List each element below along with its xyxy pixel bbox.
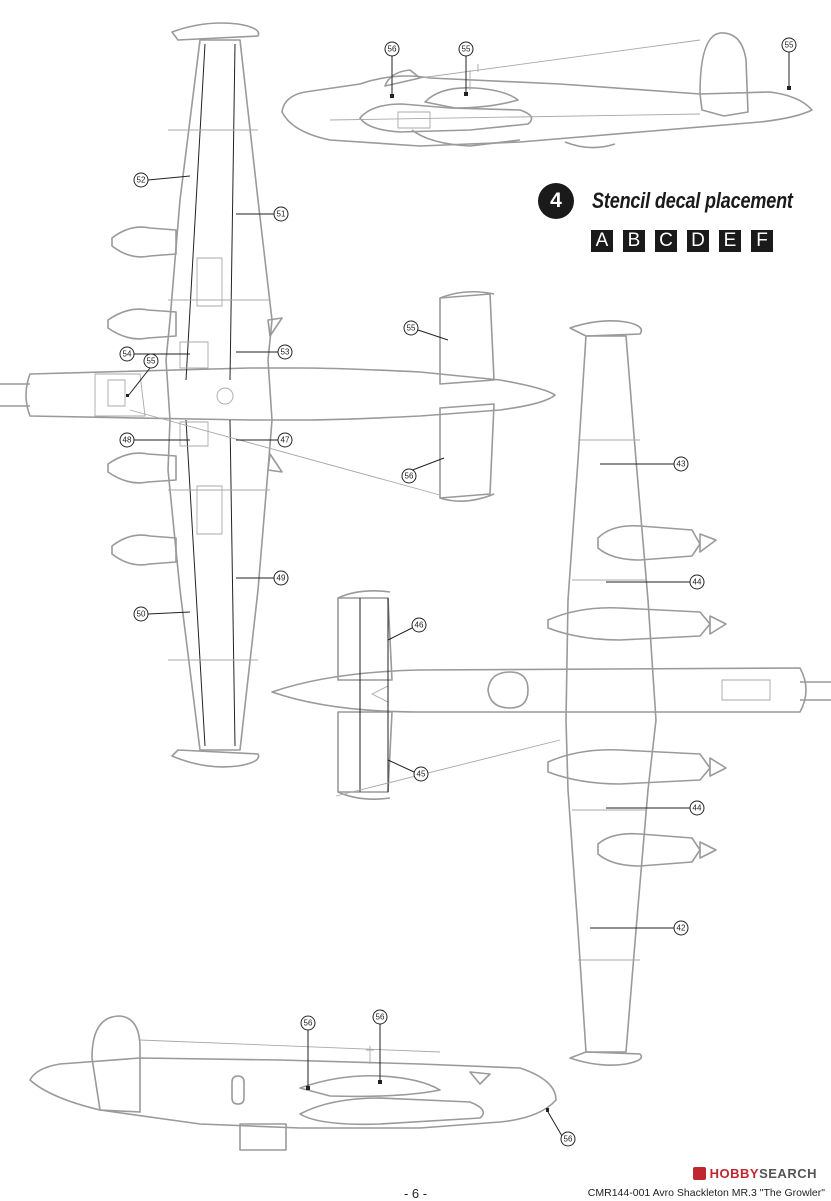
svg-text:56: 56: [304, 1019, 313, 1028]
decal-markers: [126, 86, 791, 1112]
version-e: E: [719, 230, 741, 252]
callout-55-top-c: 55: [781, 37, 797, 53]
svg-text:44: 44: [693, 578, 702, 587]
callout-52: 52: [133, 172, 149, 188]
svg-text:55: 55: [462, 45, 471, 54]
svg-text:43: 43: [677, 460, 686, 469]
svg-text:46: 46: [415, 621, 424, 630]
callout-47: 47: [277, 432, 293, 448]
callout-46: 46: [411, 617, 427, 633]
watermark-logo-icon: [692, 1167, 706, 1180]
callout-56-tail: 56: [401, 468, 417, 484]
svg-text:49: 49: [277, 574, 286, 583]
side-view-bottom: [29, 1015, 557, 1151]
watermark-text-a: HOBBY: [709, 1166, 760, 1181]
callout-55-tail: 55: [403, 320, 419, 336]
svg-text:44: 44: [693, 804, 702, 813]
version-boxes: A B C D E F: [591, 230, 773, 252]
callout-51: 51: [273, 206, 289, 222]
callout-50: 50: [133, 606, 149, 622]
callout-53: 53: [277, 344, 293, 360]
callout-43: 43: [673, 456, 689, 472]
callout-44-upper: 44: [689, 574, 705, 590]
svg-text:48: 48: [123, 436, 132, 445]
svg-text:55: 55: [147, 357, 156, 366]
version-c: C: [655, 230, 677, 252]
step-number: 4: [538, 183, 574, 219]
svg-text:56: 56: [405, 472, 414, 481]
svg-text:56: 56: [564, 1135, 573, 1144]
callout-48: 48: [119, 432, 135, 448]
plan-view-top: [0, 22, 556, 768]
svg-text:54: 54: [123, 350, 132, 359]
watermark: HOBBY SEARCH: [692, 1166, 817, 1181]
leader-lines: [127, 52, 790, 1137]
page-number: - 6 -: [403, 1186, 428, 1201]
svg-text:45: 45: [417, 770, 426, 779]
bottom-view: [271, 320, 831, 1066]
watermark-text-b: SEARCH: [759, 1166, 817, 1181]
svg-text:56: 56: [376, 1013, 385, 1022]
callout-49: 49: [273, 570, 289, 586]
callout-56-bot-b: 56: [372, 1009, 388, 1025]
callout-56-bot-c: 56: [560, 1131, 576, 1147]
callout-55-wing: 55: [143, 353, 159, 369]
callout-45: 45: [413, 766, 429, 782]
callout-42: 42: [673, 920, 689, 936]
svg-text:55: 55: [407, 324, 416, 333]
svg-text:53: 53: [281, 348, 290, 357]
svg-text:51: 51: [277, 210, 286, 219]
svg-text:52: 52: [137, 176, 146, 185]
version-f: F: [751, 230, 773, 252]
svg-text:42: 42: [677, 924, 686, 933]
footer-caption: CMR144-001 Avro Shackleton MR.3 "The Gro…: [587, 1187, 825, 1199]
side-view-top: [281, 32, 813, 149]
svg-text:56: 56: [388, 45, 397, 54]
version-d: D: [687, 230, 709, 252]
callout-44-lower: 44: [689, 800, 705, 816]
callout-56-top-a: 56: [384, 41, 400, 57]
callout-56-bot-a: 56: [300, 1015, 316, 1031]
svg-text:47: 47: [281, 436, 290, 445]
version-b: B: [623, 230, 645, 252]
step-header: 4 Stencil decal placement: [538, 183, 831, 219]
svg-text:55: 55: [785, 41, 794, 50]
callout-54: 54: [119, 346, 135, 362]
callout-55-top-b: 55: [458, 41, 474, 57]
step-title: Stencil decal placement: [592, 188, 793, 213]
version-a: A: [591, 230, 613, 252]
svg-text:50: 50: [137, 610, 146, 619]
